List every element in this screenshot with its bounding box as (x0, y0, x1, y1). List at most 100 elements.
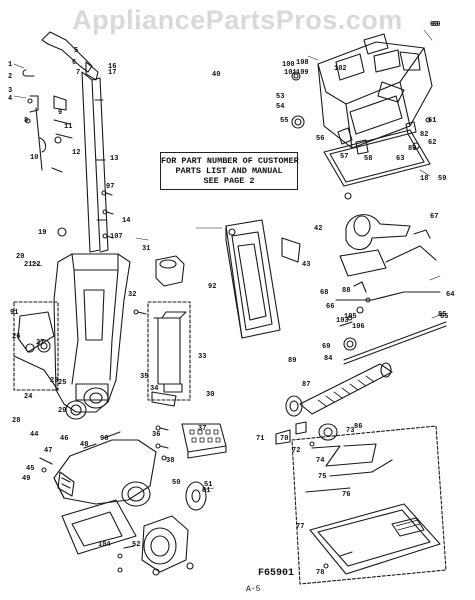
part-callout-38: 38 (166, 457, 175, 465)
part-callout-90: 90 (100, 435, 109, 443)
part-callout-87: 87 (302, 381, 311, 389)
part-callout-37: 37 (198, 425, 207, 433)
part-callout-3: 3 (8, 87, 13, 95)
part-callout-68: 68 (320, 289, 329, 297)
part-callout-59: 59 (438, 175, 447, 183)
filter-cartridge (181, 423, 227, 459)
part-callout-54: 54 (276, 103, 285, 111)
axle-rod (343, 321, 447, 365)
part-callout-25: 25 (58, 379, 67, 387)
diagram-code: F65901 (258, 568, 295, 579)
part-callout-71: 71 (256, 435, 265, 443)
part-callout-60: 60 (430, 21, 439, 29)
part-callout-18: 18 (420, 175, 429, 183)
watermark-text: AppliancePartsPros.com (72, 5, 403, 35)
part-callout-107: 107 (110, 233, 123, 241)
part-callout-16: 16 (108, 63, 117, 71)
part-callout-9: 9 (58, 109, 63, 117)
part-callout-17: 17 (108, 69, 117, 77)
brush-roll-housing (339, 214, 437, 277)
part-callout-109: 109 (296, 69, 309, 77)
part-callout-52: 52 (132, 541, 141, 549)
hood-assembly (317, 33, 433, 149)
part-callout-51: 51 (204, 481, 213, 489)
part-callout-83: 83 (408, 145, 417, 153)
part-callout-62: 62 (428, 139, 437, 147)
note-box: FOR PART NUMBER OF CUSTOMER PARTS LIST A… (160, 152, 299, 190)
brush-roll (285, 362, 393, 417)
part-callout-34: 34 (150, 385, 159, 393)
part-callout-65: 65 (440, 313, 449, 321)
note-line-2: PARTS LIST AND MANUAL (175, 166, 283, 176)
part-callout-47: 47 (44, 447, 53, 455)
note-line-3: SEE PAGE 2 (203, 176, 255, 186)
part-callout-13: 13 (110, 155, 119, 163)
part-callout-57: 57 (340, 153, 349, 161)
hood-base-frame (323, 129, 431, 187)
part-callout-76: 76 (342, 491, 351, 499)
part-callout-104: 104 (98, 541, 111, 549)
part-callout-2: 2 (8, 73, 13, 81)
part-callout-8: 8 (24, 117, 29, 125)
column-screws (57, 190, 114, 239)
part-callout-49: 49 (22, 475, 31, 483)
motor (117, 515, 194, 576)
part-callout-22: 22 (32, 261, 41, 269)
part-callout-53: 53 (276, 93, 285, 101)
part-callout-100: 100 (282, 61, 295, 69)
part-callout-108: 108 (296, 59, 309, 67)
part-callout-77: 77 (296, 523, 305, 531)
part-callout-67: 67 (430, 213, 439, 221)
part-callout-103: 103 (336, 317, 349, 325)
wheel-ring (65, 400, 87, 420)
leader-lines (13, 29, 443, 491)
part-callout-91: 91 (10, 309, 19, 317)
part-callout-97: 97 (106, 183, 115, 191)
part-callout-74: 74 (316, 457, 325, 465)
part-callout-1: 1 (8, 61, 13, 69)
part-callout-72: 72 (292, 447, 301, 455)
part-callout-45: 45 (26, 465, 35, 473)
part-callout-43: 43 (302, 261, 311, 269)
part-callout-7: 7 (76, 69, 81, 77)
part-callout-24: 24 (24, 393, 33, 401)
part-callout-89: 89 (288, 357, 297, 365)
part-callout-40: 40 (212, 71, 221, 79)
part-callout-78: 78 (316, 569, 325, 577)
bag-door (225, 219, 301, 339)
part-callout-14: 14 (122, 217, 131, 225)
part-callout-27: 27 (36, 339, 45, 347)
part-callout-88: 88 (342, 287, 351, 295)
part-callout-61: 61 (428, 117, 437, 125)
part-callout-23: 23 (50, 377, 59, 385)
part-callout-48: 48 (80, 441, 89, 449)
part-callout-19: 19 (38, 229, 47, 237)
part-callout-105: 105 (344, 313, 357, 321)
part-callout-75: 75 (318, 473, 327, 481)
part-callout-20: 20 (16, 253, 25, 261)
part-callout-33: 33 (198, 353, 207, 361)
sheet-number: A-5 (246, 585, 261, 594)
part-callout-106: 106 (352, 323, 365, 331)
part-callout-64: 64 (446, 291, 455, 299)
part-callout-70: 70 (280, 435, 289, 443)
nozzle-housing (39, 431, 157, 507)
part-callout-85: 85 (438, 311, 447, 319)
part-callout-101: 101 (284, 69, 297, 77)
bag-chamber (147, 301, 191, 407)
part-callout-63: 63 (396, 155, 405, 163)
main-body-housing (53, 253, 131, 413)
handle-assembly (41, 31, 109, 253)
part-callout-32: 32 (128, 291, 137, 299)
part-callout-58: 58 (364, 155, 373, 163)
part-callout-69: 69 (322, 343, 331, 351)
part-callout-12: 12 (72, 149, 81, 157)
cord-hooks (22, 69, 73, 173)
part-callout-80: 80 (432, 21, 441, 29)
part-callout-31: 31 (142, 245, 151, 253)
part-callout-56: 56 (316, 135, 325, 143)
part-callout-92: 92 (208, 283, 217, 291)
part-callout-21: 21 (24, 261, 33, 269)
part-callout-30: 30 (206, 391, 215, 399)
